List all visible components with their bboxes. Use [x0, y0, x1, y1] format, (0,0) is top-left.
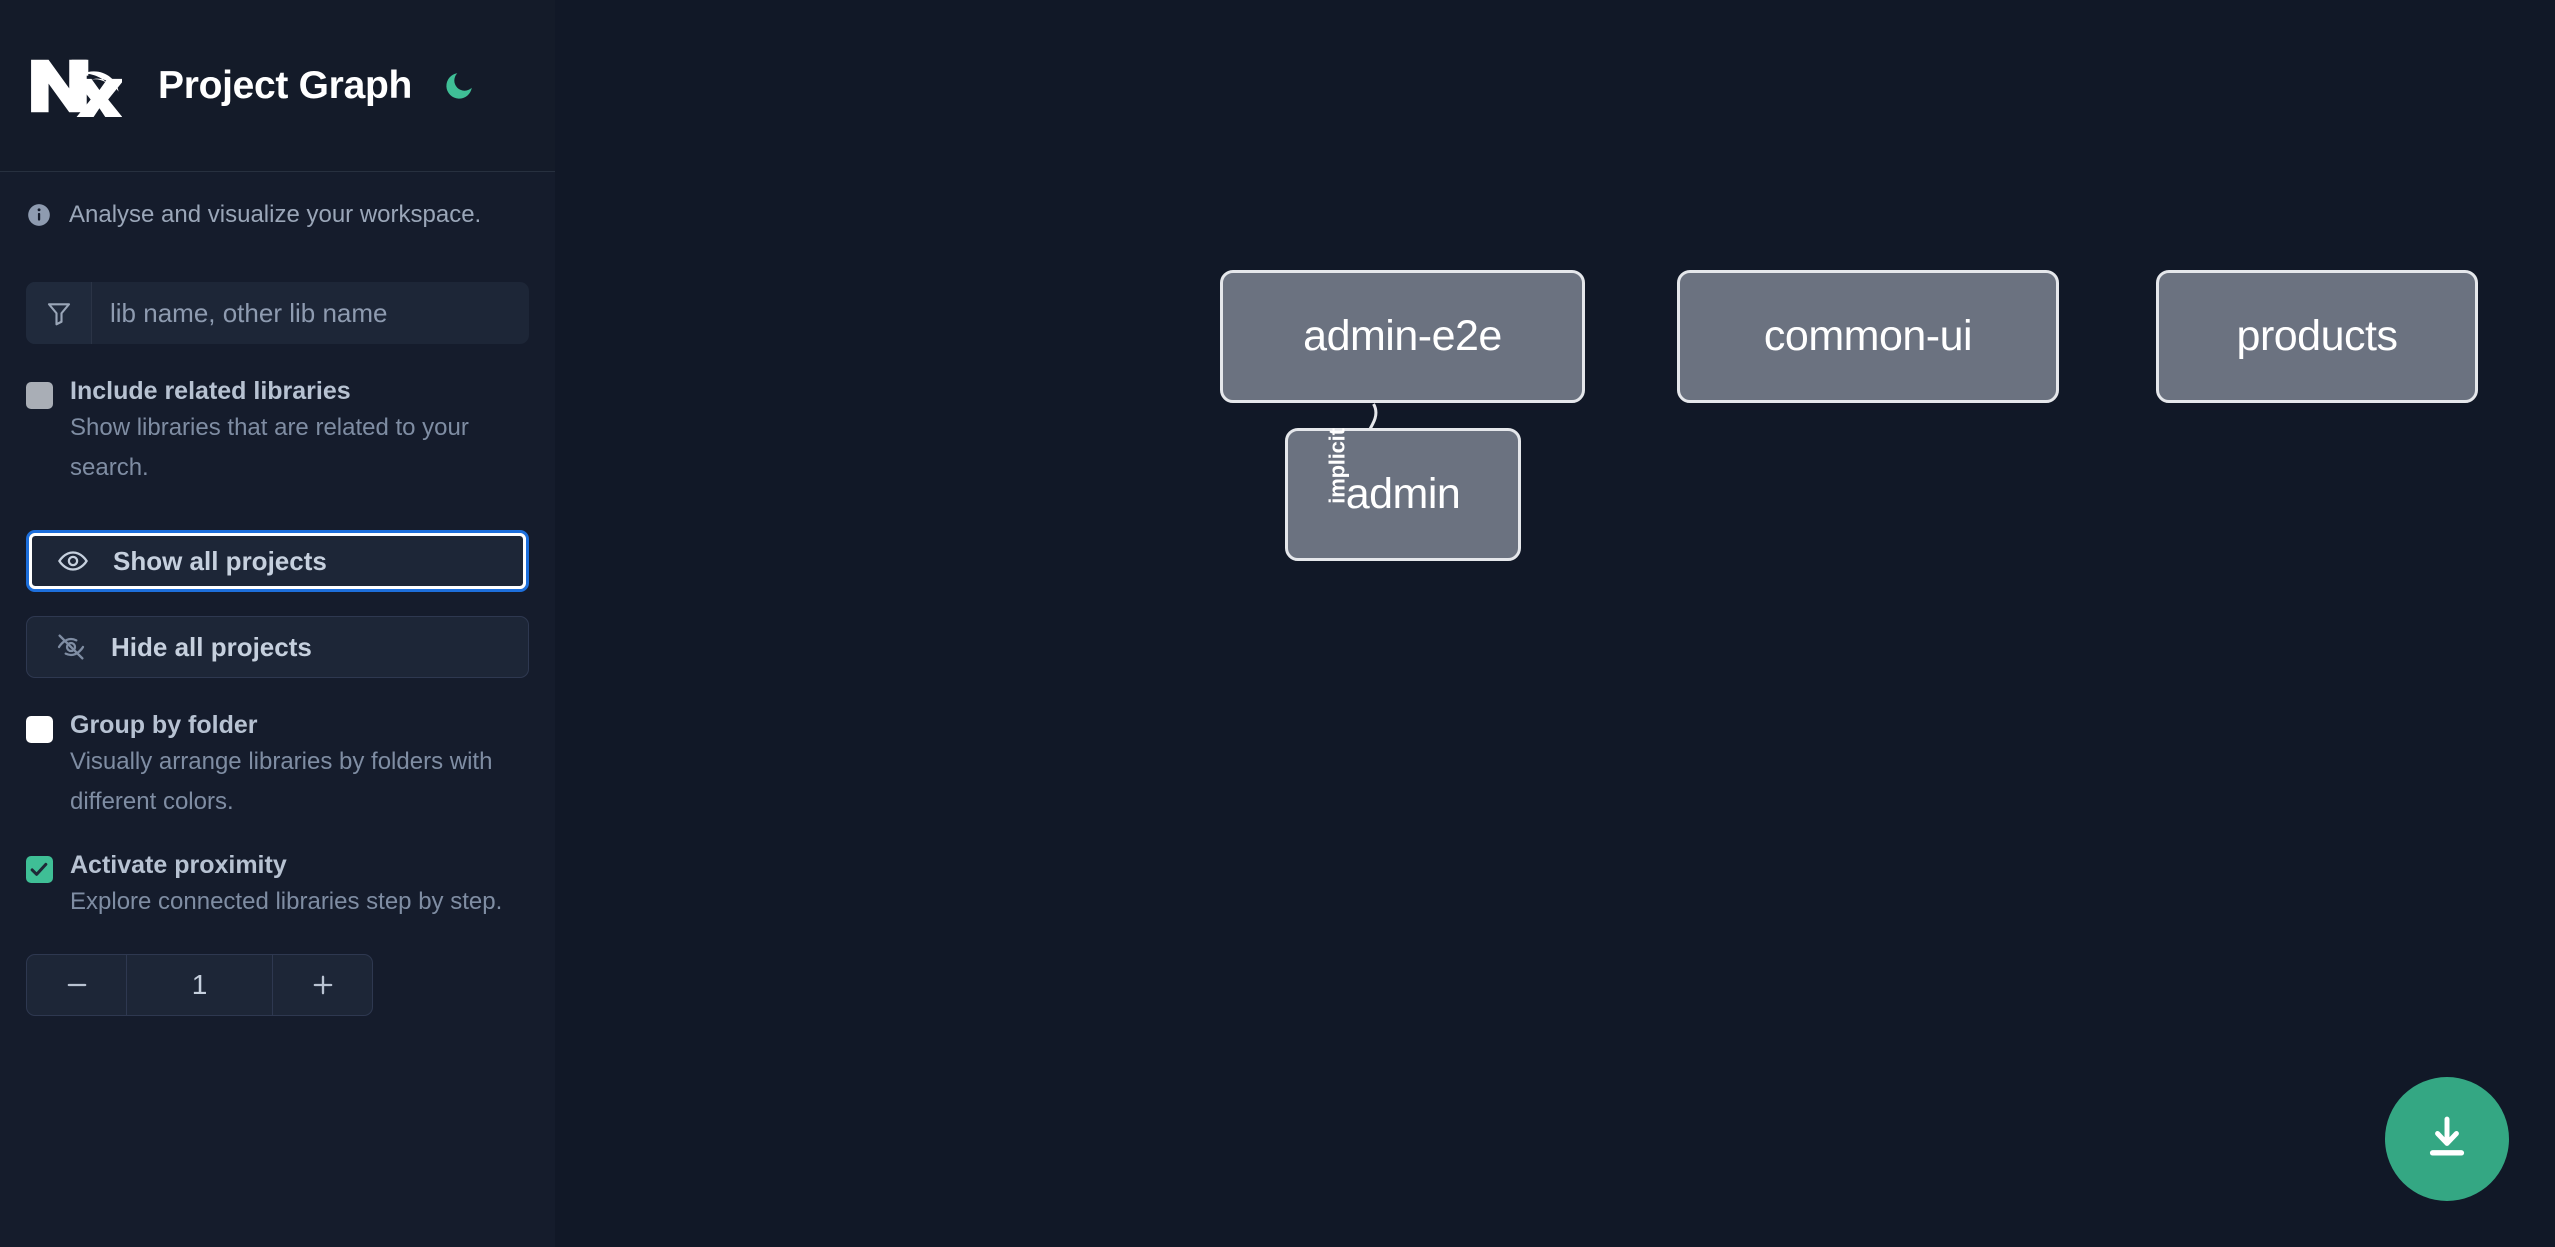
graph-node-label: admin-e2e [1303, 312, 1502, 360]
activate-proximity-label: Activate proximity [70, 851, 287, 879]
plus-icon [313, 975, 332, 995]
option-group-by-folder[interactable]: Group by folder Visually arrange librari… [0, 708, 555, 822]
show-all-projects-button[interactable]: Show all projects [26, 530, 529, 592]
download-icon [2420, 1111, 2474, 1168]
nx-logo [26, 55, 125, 120]
group-by-folder-checkbox[interactable] [26, 716, 53, 743]
eye-icon [55, 545, 91, 577]
edge-label-admin-e2e-admin: implicit [1324, 428, 1350, 504]
option-include-related-libraries[interactable]: Include related libraries Show libraries… [0, 374, 555, 488]
group-by-folder-description: Visually arrange libraries by folders wi… [70, 748, 493, 815]
sidebar-header: Project Graph [0, 0, 555, 172]
stepper-increment-button[interactable] [272, 955, 372, 1015]
hide-all-projects-block: Hide all projects [0, 616, 555, 678]
proximity-stepper: 1 [26, 954, 373, 1016]
activate-proximity-description: Explore connected libraries step by step… [70, 888, 503, 915]
tagline-text: Analyse and visualize your workspace. [69, 201, 482, 228]
include-related-description: Show libraries that are related to your … [70, 414, 469, 481]
stepper-value[interactable]: 1 [191, 969, 208, 1000]
graph-edges [1352, 403, 1378, 520]
eye-off-icon [53, 631, 89, 663]
graph-node-label: common-ui [1763, 312, 1973, 360]
moon-icon[interactable] [438, 65, 480, 107]
show-all-projects-label: Show all projects [113, 545, 327, 576]
show-all-projects-block: Show all projects [0, 530, 555, 592]
graph-node-products[interactable]: products [2156, 270, 2478, 403]
info-icon [26, 202, 52, 228]
filter-funnel-icon[interactable] [26, 282, 92, 344]
option-activate-proximity[interactable]: Activate proximity Explore connected lib… [0, 848, 555, 922]
include-related-label: Include related libraries [70, 377, 351, 405]
filter-bar [26, 282, 529, 344]
stepper-decrement-button[interactable] [27, 955, 127, 1015]
graph-node-label: products [2236, 312, 2398, 360]
include-related-checkbox[interactable] [26, 382, 53, 409]
search-input[interactable] [92, 282, 529, 344]
hide-all-projects-button[interactable]: Hide all projects [26, 616, 529, 678]
graph-node-admin-e2e[interactable]: admin-e2e [1220, 270, 1585, 403]
graph-node-admin[interactable]: admin [1285, 428, 1521, 561]
hide-all-projects-label: Hide all projects [111, 631, 312, 662]
workspace-tagline: Analyse and visualize your workspace. [0, 172, 555, 258]
sidebar: Project Graph Analyse and visualize yo [0, 0, 555, 1247]
group-by-folder-label: Group by folder [70, 711, 258, 739]
graph-canvas[interactable]: admin-e2e common-ui products store-e2e a… [555, 0, 2555, 1247]
minus-icon [67, 983, 86, 987]
download-button[interactable] [2385, 1077, 2509, 1201]
sidebar-content: Project Graph Analyse and visualize yo [0, 0, 555, 1247]
activate-proximity-checkbox[interactable] [26, 856, 53, 883]
page-title: Project Graph [158, 63, 412, 107]
graph-node-label: admin [1345, 470, 1461, 518]
graph-node-common-ui[interactable]: common-ui [1677, 270, 2059, 403]
